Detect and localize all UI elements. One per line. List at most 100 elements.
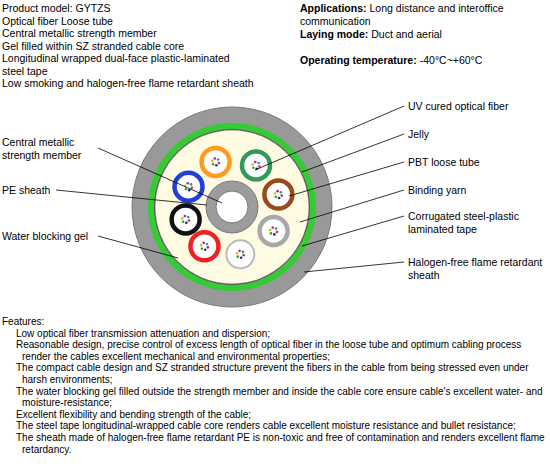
optical-fiber (271, 226, 274, 229)
optical-fiber (212, 163, 215, 166)
pbt-tube (174, 173, 202, 201)
spec-item: Low smoking and halogen-free flame retar… (2, 77, 254, 90)
part-label: Halogen-free flame retardant sheath (408, 256, 548, 281)
spec-item: Gel filled within SZ stranded cable core (2, 40, 254, 53)
cable-part (289, 162, 404, 196)
pbt-tube (190, 232, 218, 260)
optical-fiber (187, 216, 190, 219)
optical-fiber (269, 229, 272, 232)
cable-part (155, 130, 310, 285)
feature-item: Low optical fiber transmission attenuati… (2, 328, 546, 340)
pbt-tube (226, 240, 254, 268)
optical-fiber (236, 252, 239, 255)
pbt-tube (172, 205, 200, 233)
optical-fiber (257, 162, 260, 165)
cable-part (132, 107, 332, 307)
optical-fiber (204, 248, 207, 251)
cable-part (255, 106, 404, 170)
optical-fiber (218, 162, 221, 165)
optical-fiber (215, 164, 218, 167)
part-label: PE sheath (2, 184, 62, 197)
optical-fiber (274, 192, 277, 195)
optical-fiber (280, 194, 283, 197)
optical-fiber (240, 256, 243, 259)
optical-fiber (201, 247, 204, 250)
optical-fiber (273, 233, 276, 236)
feature-list: Features:Low optical fiber transmission … (2, 316, 546, 455)
spec-key: Applications: (300, 2, 367, 14)
optical-fiber (206, 243, 209, 246)
optical-fiber (251, 163, 254, 166)
part-label: Binding yarn (408, 184, 548, 197)
optical-fiber (184, 215, 187, 218)
spec-key: Operating temperature: (300, 54, 417, 66)
part-label: Jelly (408, 128, 548, 141)
optical-fiber (274, 196, 277, 199)
optical-fiber (202, 242, 205, 245)
cable-part (98, 236, 178, 258)
optical-fiber (280, 191, 283, 194)
optical-fiber (217, 158, 220, 161)
optical-fiber (191, 186, 194, 189)
spec-item: Central metallic strength member (2, 27, 254, 40)
cable-part (302, 216, 404, 246)
optical-fiber (252, 167, 255, 170)
optical-fiber (242, 251, 245, 254)
feature-item: Reasonable design, precise control of ex… (2, 339, 546, 362)
part-label: UV cured optical fiber (408, 100, 548, 113)
cable-part (151, 126, 313, 288)
feature-item: The compact cable design and SZ stranded… (2, 362, 546, 385)
loose-tubes (172, 148, 293, 268)
cable-part (206, 181, 258, 233)
optical-fiber (181, 217, 184, 220)
optical-fiber (186, 182, 189, 185)
spec-item: Optical fiber Loose tube (2, 15, 254, 28)
optical-fiber (207, 246, 210, 249)
features-heading: Features: (2, 316, 546, 328)
cable-part (216, 191, 248, 223)
optical-fiber (254, 161, 257, 164)
spec-line: Laying mode:Duct and aerial (300, 28, 546, 41)
optical-fiber (182, 221, 185, 224)
pbt-tube (264, 181, 292, 209)
spec-value: -40°C~+60°C (420, 54, 483, 66)
feature-item: The water blocking gel filled outside th… (2, 386, 546, 409)
spec-value: Duct and aerial (371, 28, 442, 40)
part-label: Water blocking gel (2, 230, 98, 243)
spec-line: Applications:Long distance and interoffi… (300, 2, 546, 27)
part-label: Central metallic strength member (2, 136, 98, 161)
spec-list: Product model: GYTZSOptical fiber Loose … (2, 2, 254, 90)
cable-part (156, 131, 309, 284)
optical-fiber (185, 188, 188, 191)
pbt-tube (260, 217, 288, 245)
optical-fiber (276, 190, 279, 193)
optical-fiber (190, 183, 193, 186)
spec-key: Laying mode: (300, 28, 368, 40)
spec-line: Operating temperature:-40°C~+60°C (300, 54, 546, 67)
pbt-tube (202, 148, 230, 176)
leader-lines (56, 106, 404, 272)
feature-item: The steel tape longitudinal-wrapped cabl… (2, 420, 546, 432)
optical-fiber (211, 160, 214, 163)
optical-fiber (270, 232, 273, 235)
part-label: PBT loose tube (408, 156, 548, 169)
cable-cross-section (132, 107, 332, 307)
optical-fiber (242, 254, 245, 257)
spec-item: Longitudinal wrapped dual-face plastic-l… (2, 52, 254, 77)
optical-fiber (275, 227, 278, 230)
optical-fiber (238, 250, 241, 253)
feature-item: The sheath made of halogen-free flame re… (2, 432, 546, 455)
optical-fiber (185, 222, 188, 225)
feature-item: Excellent flexibility and bending streng… (2, 409, 546, 421)
optical-fiber (214, 157, 217, 160)
cable-part (56, 190, 207, 205)
optical-fiber (200, 244, 203, 247)
cable-part (304, 262, 404, 272)
part-label: Corrugated steel-plastic laminated tape (408, 210, 548, 235)
optical-fiber (236, 255, 239, 258)
optical-fiber (188, 219, 191, 222)
spec-item: Product model: GYTZS (2, 2, 254, 15)
optical-fiber (278, 197, 281, 200)
optical-fiber (276, 231, 279, 234)
cable-part (300, 190, 404, 222)
